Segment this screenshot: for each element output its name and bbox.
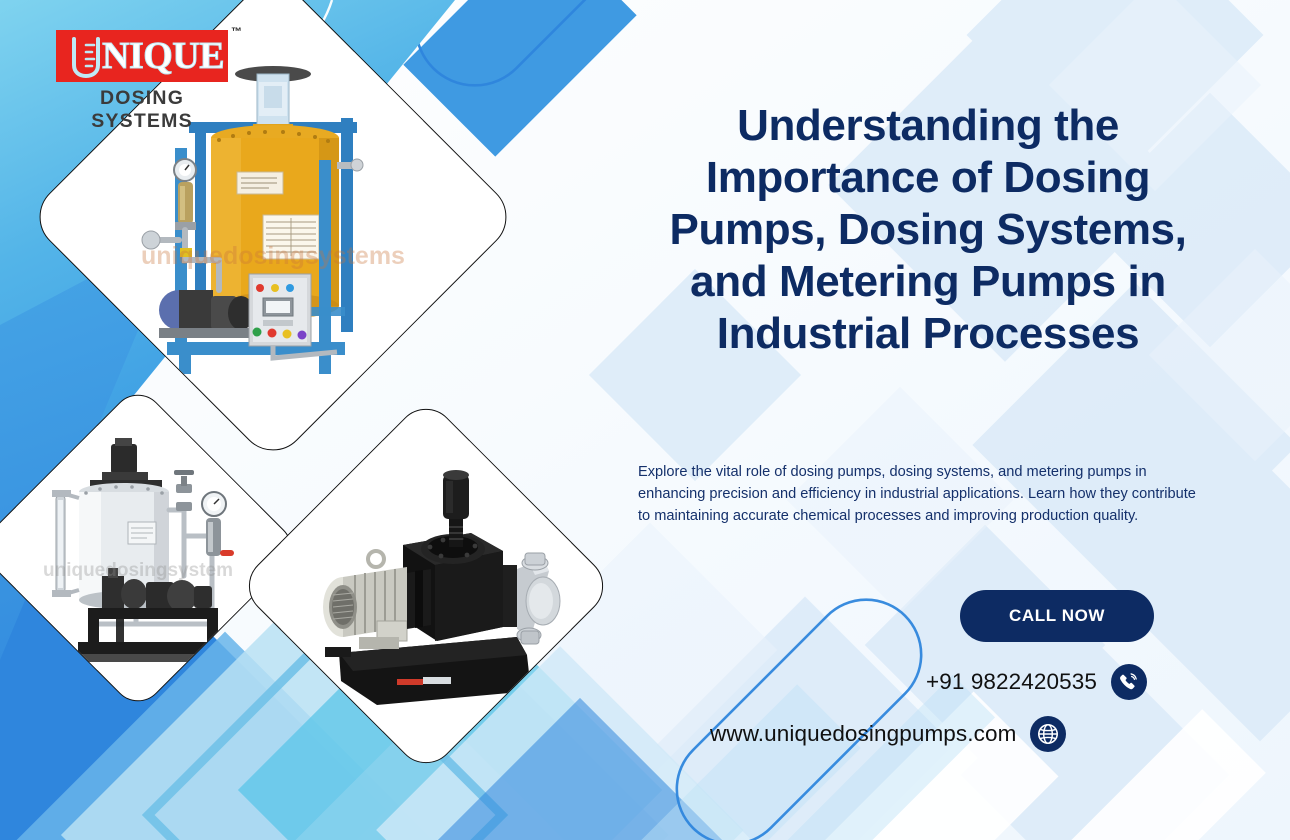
- stadium-outline-bottom: [675, 598, 923, 840]
- svg-text:uniquedosingsystem: uniquedosingsystem: [43, 560, 233, 581]
- phone-contact[interactable]: +91 9822420535: [926, 664, 1147, 700]
- logo-red-block: NIQUE ™: [56, 26, 242, 82]
- page-title: Understanding the Importance of Dosing P…: [669, 101, 1187, 358]
- phone-icon[interactable]: [1110, 664, 1147, 700]
- svg-text:uniquedosingsystems: uniquedosingsystems: [141, 242, 405, 270]
- company-logo[interactable]: NIQUE ™ DOSING SYSTEMS: [56, 26, 242, 133]
- content-column: Understanding the Importance of Dosing P…: [616, 0, 1236, 840]
- call-now-button[interactable]: CALL NOW: [960, 590, 1154, 642]
- beaker-icon: [72, 37, 100, 79]
- photo-card-dosing-system-yellow-tank: uniquedosingsystems: [25, 0, 521, 465]
- photo-card-dosing-system-white-tank: uniquedosingsystem: [0, 383, 303, 713]
- stadium-outline-top: [414, 0, 686, 87]
- website-url: www.uniquedosingpumps.com: [710, 721, 1017, 746]
- website-contact[interactable]: www.uniquedosingpumps.com: [710, 716, 1067, 752]
- logo-subtitle: DOSING SYSTEMS: [91, 87, 193, 132]
- dosing-system-white-tank-image: uniquedosingsystem: [15, 426, 260, 670]
- trademark-symbol: ™: [231, 26, 242, 38]
- globe-icon[interactable]: [1030, 716, 1067, 752]
- phone-number: +91 9822420535: [926, 669, 1097, 694]
- dosing-system-yellow-tank-image: uniquedosingsystems: [122, 52, 423, 383]
- logo-wordmark: NIQUE: [101, 35, 225, 77]
- description-text: Explore the vital role of dosing pumps, …: [638, 464, 1196, 525]
